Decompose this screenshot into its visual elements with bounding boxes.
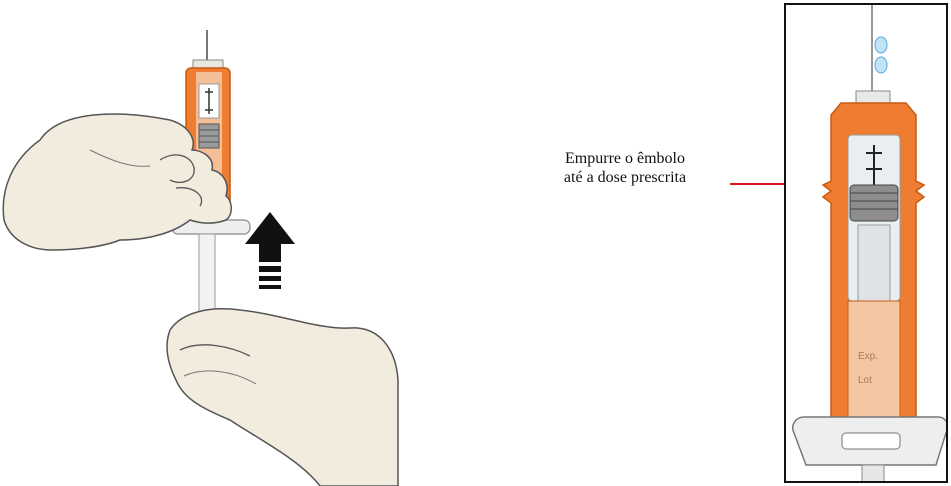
- lot-label: Lot: [858, 375, 872, 386]
- syringe-detail-panel: Exp. Lot: [784, 3, 948, 483]
- callout-line-1: Empurre o êmbolo: [520, 149, 730, 168]
- exp-label: Exp.: [858, 351, 878, 362]
- instruction-callout: Empurre o êmbolo até a dose prescrita: [520, 149, 730, 187]
- callout-line-2: até a dose prescrita: [520, 168, 730, 187]
- hands-syringe-illustration: [0, 0, 400, 486]
- syringe-closeup: Exp. Lot: [786, 5, 948, 483]
- up-arrow-icon: [245, 212, 295, 289]
- lower-hand: [167, 309, 398, 486]
